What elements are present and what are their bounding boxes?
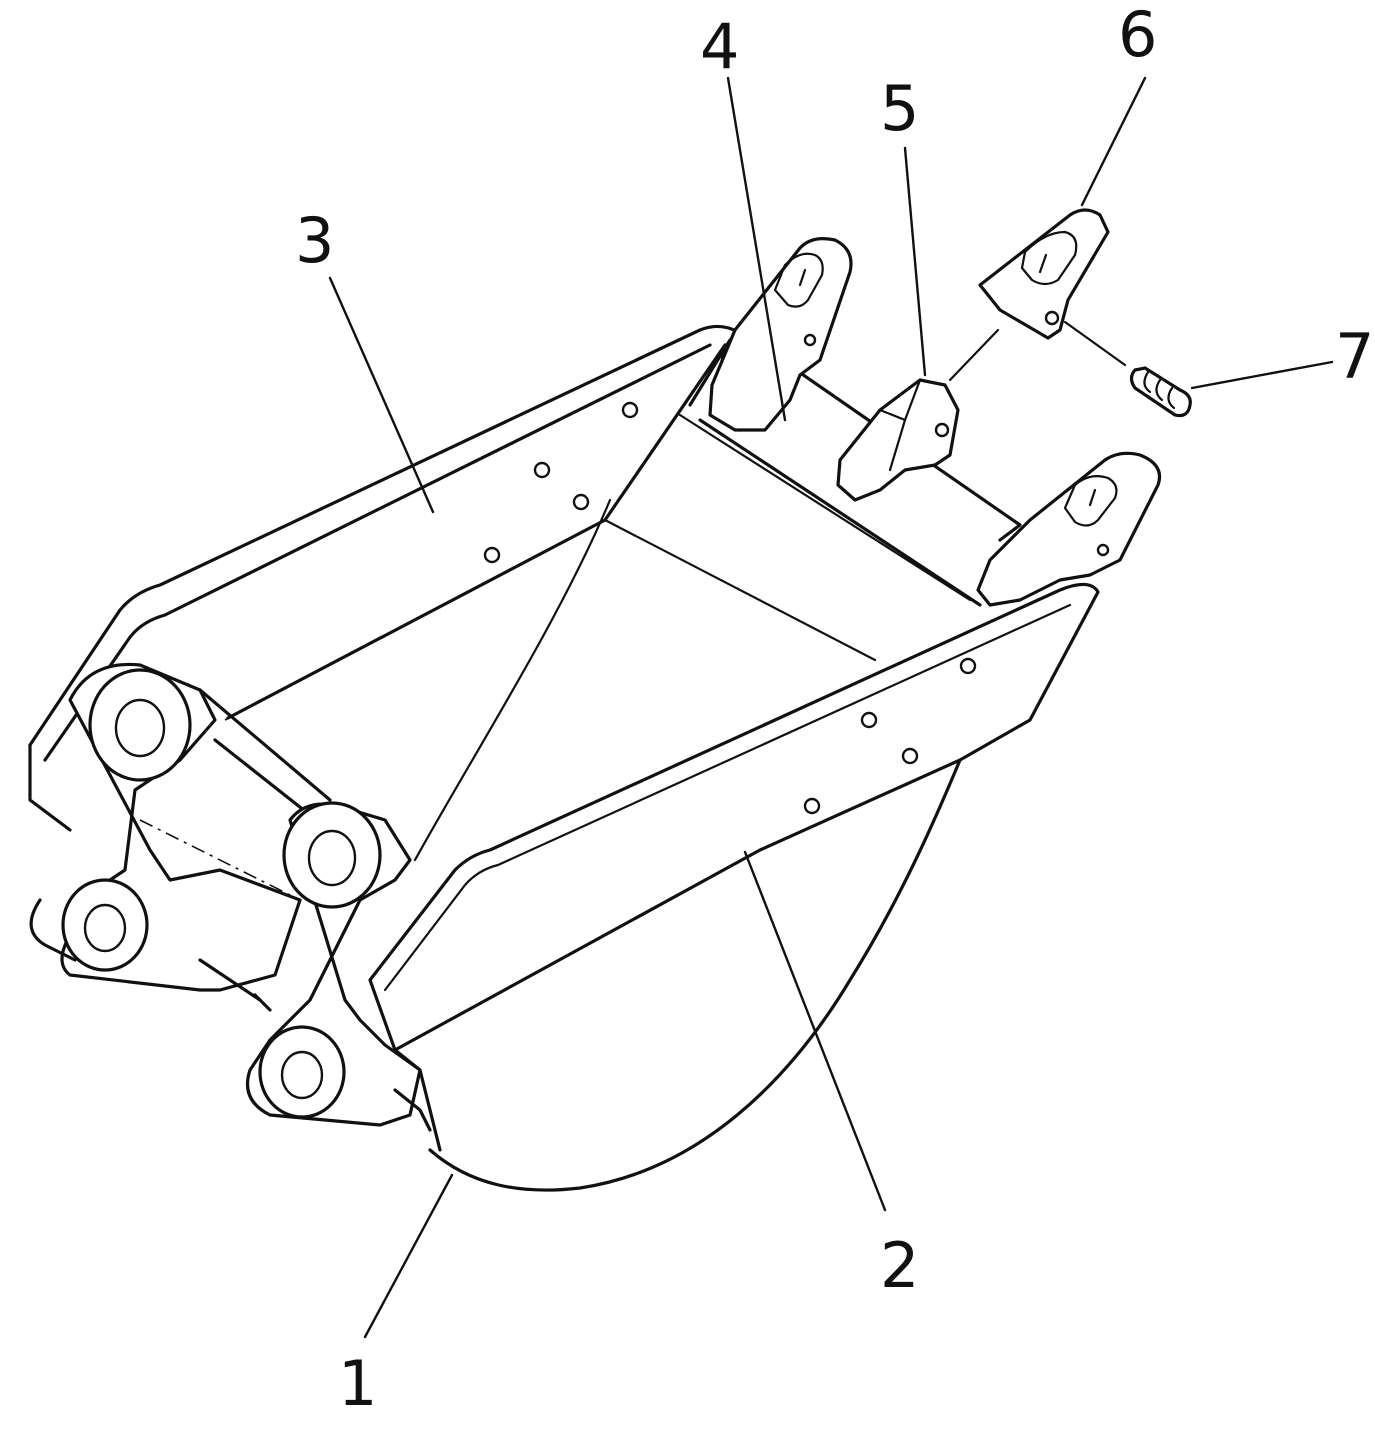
side-hole	[860, 711, 878, 729]
pin-hole	[280, 1050, 324, 1100]
pin-hole	[83, 903, 127, 953]
side-plate-right	[368, 582, 1100, 1052]
tooth-left	[708, 237, 853, 432]
side-hole	[533, 461, 551, 479]
leader-7	[1190, 360, 1334, 390]
callout-5: 5	[880, 72, 919, 145]
callout-4: 4	[700, 10, 739, 83]
pin-exploded	[1129, 366, 1192, 418]
adapter-exploded	[836, 378, 960, 502]
side-hole	[483, 546, 501, 564]
side-hole	[621, 401, 639, 419]
pin-hole	[803, 333, 817, 347]
assembly-axis-line	[1063, 320, 1127, 367]
callout-6: 6	[1118, 0, 1157, 71]
mount-bracket-right	[198, 801, 432, 1132]
pin-hole	[1096, 543, 1110, 557]
side-plate-left	[28, 324, 740, 832]
pin-hole	[307, 829, 357, 887]
leader-5	[903, 146, 927, 377]
callout-2: 2	[880, 1229, 919, 1302]
leader-lines	[328, 76, 1334, 1339]
pin-hole	[1044, 310, 1060, 326]
leader-6	[1080, 76, 1147, 207]
pin-hole	[934, 422, 950, 438]
side-hole	[803, 797, 821, 815]
leader-2	[743, 850, 887, 1212]
tooth-right	[976, 451, 1162, 607]
callout-7: 7	[1335, 320, 1374, 393]
assembly-axis-line	[948, 328, 1000, 382]
pin-hole	[114, 698, 166, 758]
callout-1: 1	[338, 1347, 377, 1420]
callout-3: 3	[295, 204, 334, 277]
callout-labels: 1 2 3 4 5 6 7	[295, 0, 1374, 1420]
mount-bracket-left	[29, 662, 332, 992]
tooth-exploded	[978, 208, 1110, 340]
side-hole	[959, 657, 977, 675]
side-hole	[901, 747, 919, 765]
leader-3	[328, 276, 435, 514]
side-hole	[572, 493, 590, 511]
leader-4	[726, 76, 787, 422]
leader-1	[363, 1173, 454, 1339]
